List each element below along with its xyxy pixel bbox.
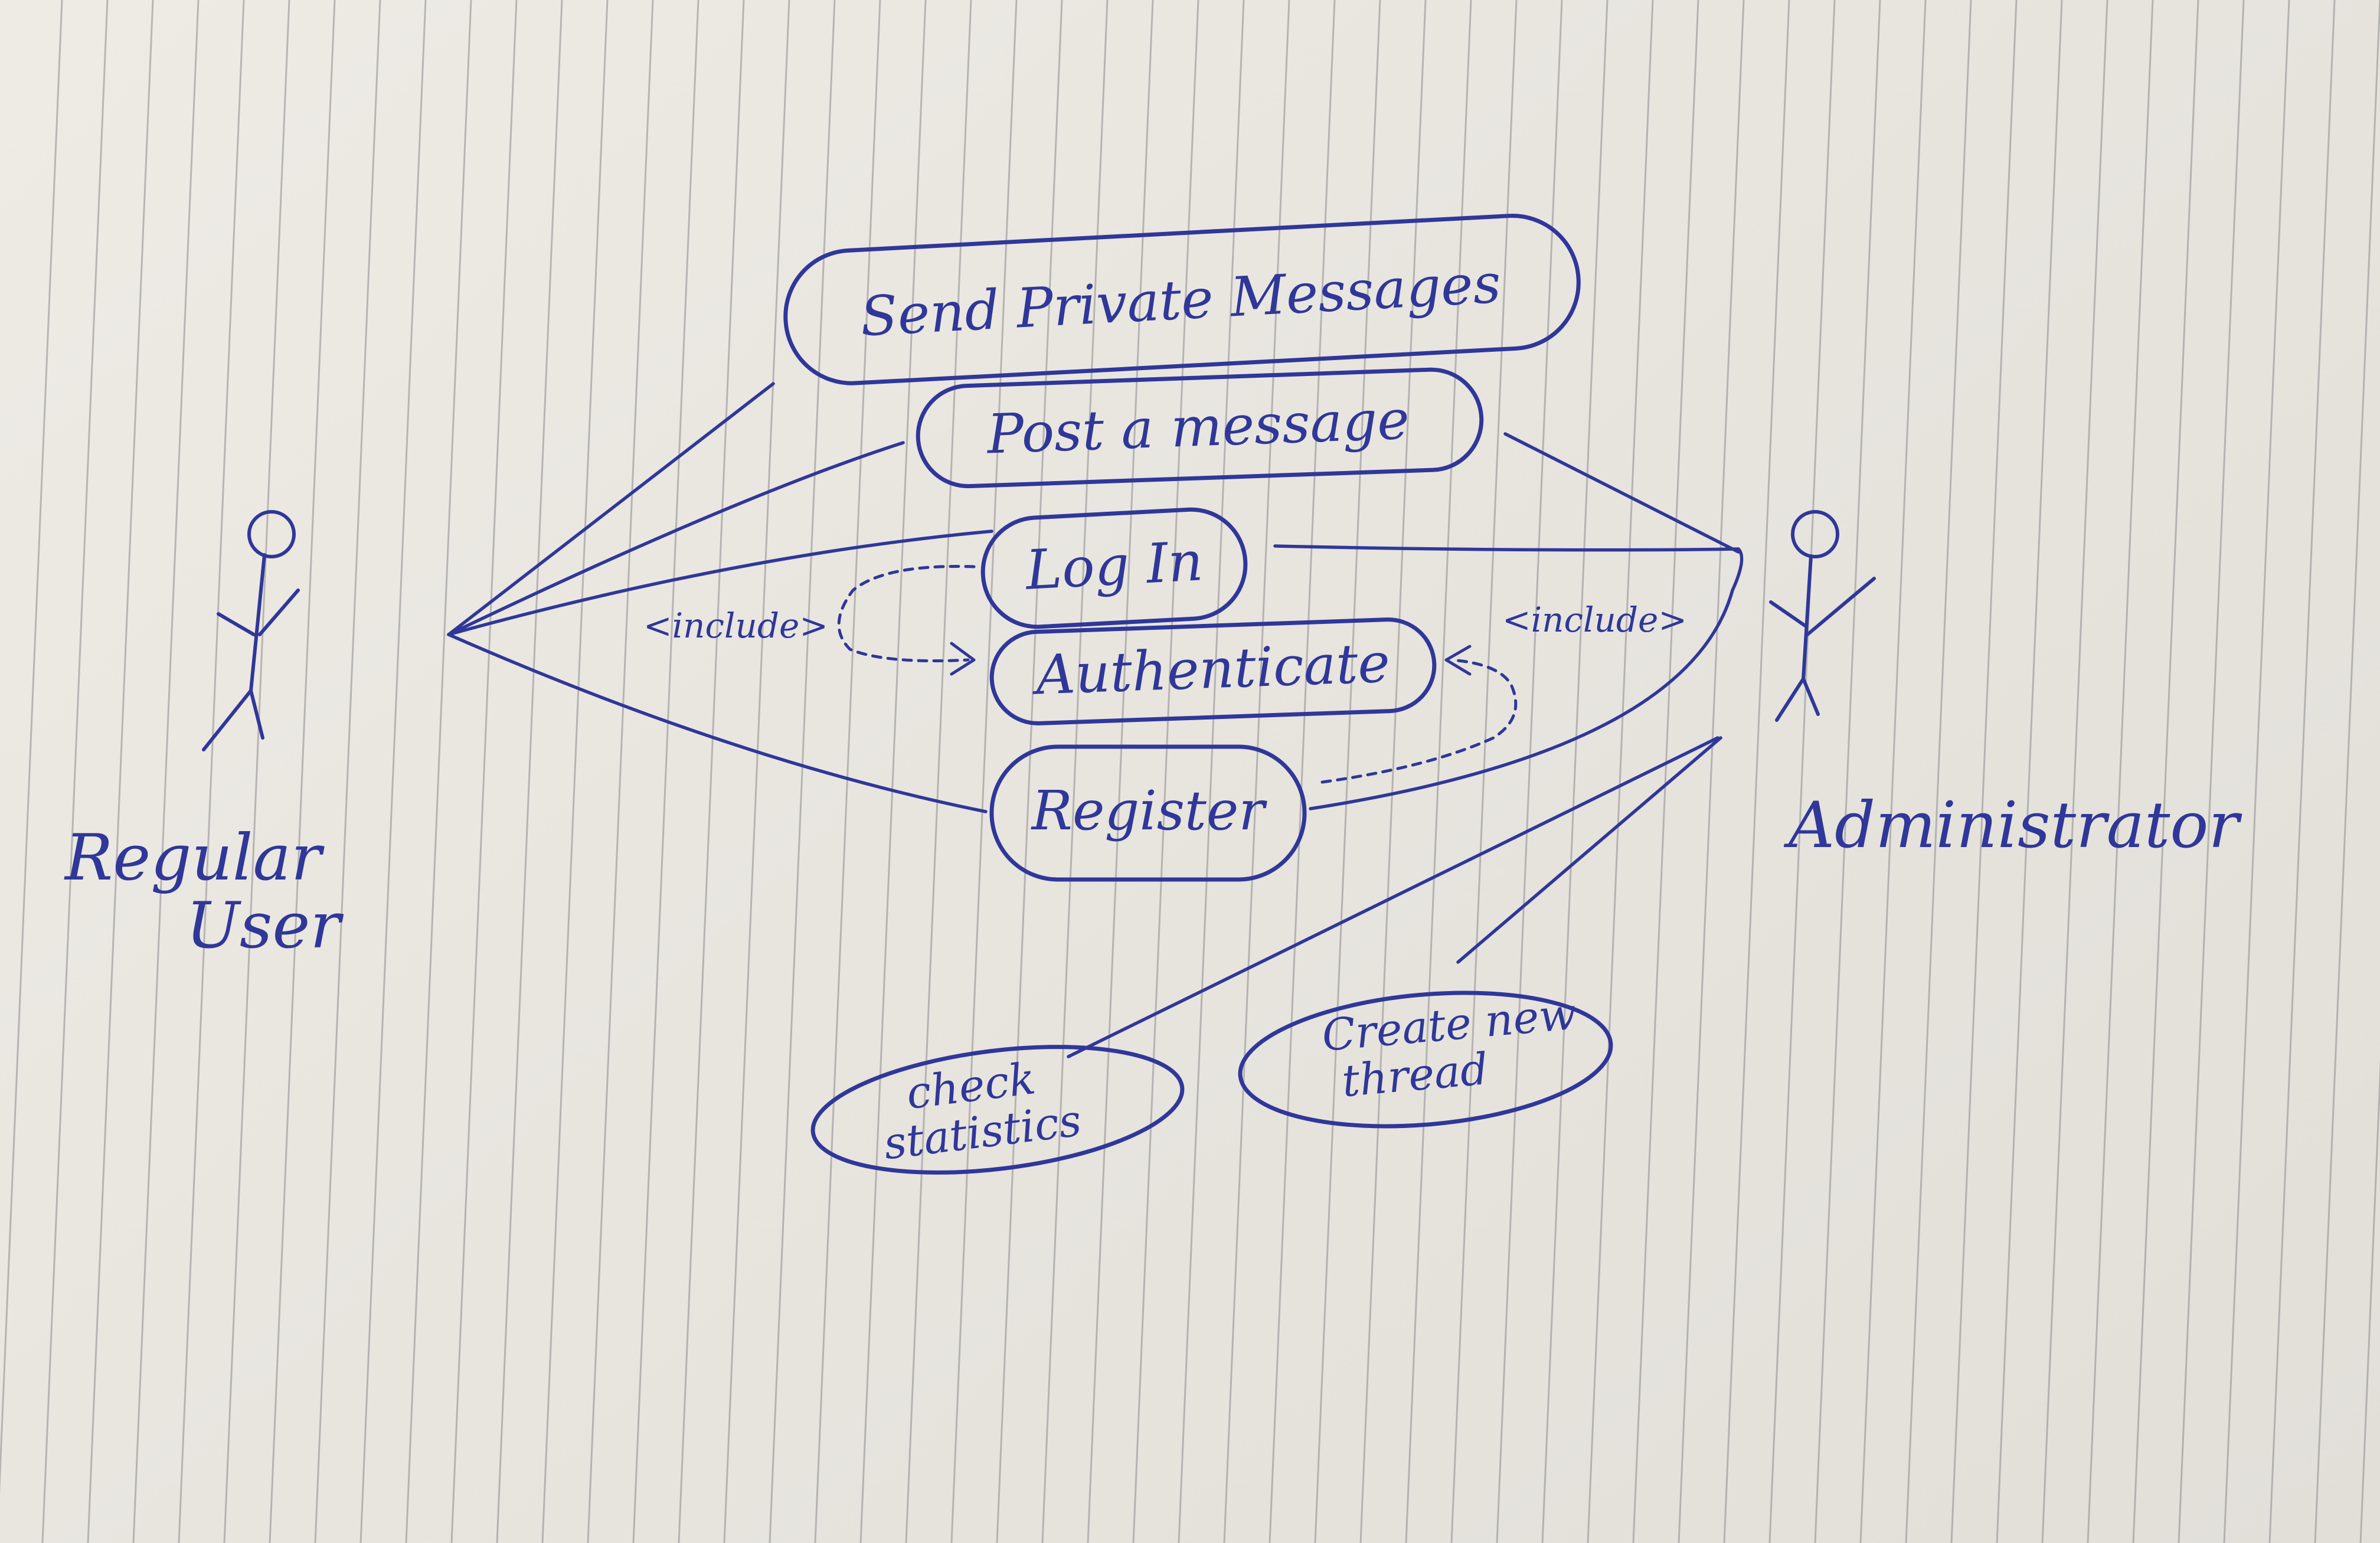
- ruled-line: [496, 0, 563, 1543]
- ruled-line: [1950, 0, 2018, 1543]
- ruled-line: [1041, 0, 1109, 1543]
- ruled-line: [1632, 0, 1699, 1543]
- ruled-line: [178, 0, 245, 1543]
- ruled-line: [814, 0, 881, 1543]
- ruled-line: [41, 0, 109, 1543]
- include-relationships: <include> <include>: [643, 565, 1687, 784]
- ruled-line: [1678, 0, 1745, 1543]
- admin-to-log-in: [1273, 544, 1740, 552]
- ruled-line: [996, 0, 1063, 1543]
- use-case-label: Authenticate: [1030, 632, 1391, 707]
- ruled-line: [269, 0, 336, 1543]
- ruled-line: [2359, 1059, 2380, 1543]
- ruled-line: [1814, 0, 1881, 1543]
- ruled-line: [905, 0, 972, 1543]
- ruled-line: [1314, 0, 1381, 1543]
- ruled-line: [1587, 0, 1654, 1543]
- use-case-register[interactable]: Register: [989, 744, 1307, 882]
- use-case-check-statistics[interactable]: check statistics: [806, 1028, 1189, 1191]
- admin-to-check-statistics: [1067, 736, 1719, 1058]
- ruled-line: [132, 0, 200, 1543]
- ruled-line: [2041, 0, 2108, 1543]
- include-left-arrowhead: [950, 642, 976, 676]
- actor-label-line1: Regular: [64, 821, 325, 895]
- ruled-line: [1269, 0, 1336, 1543]
- ruled-line: [723, 0, 790, 1543]
- ruled-line: [1178, 0, 1245, 1543]
- ruled-line: [1768, 0, 1836, 1543]
- user-to-log-in: [447, 529, 993, 636]
- ruled-line: [1359, 0, 1427, 1543]
- include-register-authenticate: [1320, 658, 1518, 784]
- user-associations: [447, 382, 993, 813]
- ruled-line: [405, 0, 472, 1543]
- use-case-oval: [989, 617, 1437, 725]
- actor-label-line2: User: [186, 889, 344, 963]
- use-case-authenticate[interactable]: Authenticate: [989, 617, 1437, 725]
- include-right-arrowhead: [1444, 645, 1472, 676]
- ruled-line: [314, 0, 381, 1543]
- ruled-line: [1541, 0, 1609, 1543]
- actor-administrator[interactable]: Administrator: [1769, 510, 2242, 862]
- use-case-label: Log In: [1023, 529, 1204, 602]
- include-login-authenticate: [837, 565, 976, 663]
- use-case-log-in[interactable]: Log In: [980, 507, 1248, 630]
- ruled-line: [223, 0, 290, 1543]
- ruled-line: [950, 0, 1018, 1543]
- use-case-post-a-message[interactable]: Post a message: [916, 367, 1484, 489]
- actor-label: Administrator: [1783, 789, 2242, 862]
- ruled-line: [1132, 0, 1199, 1543]
- ruled-line: [1087, 0, 1154, 1543]
- ruled-line: [359, 0, 427, 1543]
- use-case-oval: [783, 214, 1581, 385]
- use-case-label: Register: [1031, 779, 1268, 842]
- use-case-label: Send Private Messages: [859, 252, 1502, 349]
- admin-to-register: [1309, 547, 1744, 810]
- ruled-line: [1996, 0, 2063, 1543]
- ruled-line: [2087, 0, 2154, 1543]
- ruled-line: [632, 0, 699, 1543]
- admin-to-create-new-thread: [1456, 736, 1722, 964]
- use-case-oval: [980, 507, 1248, 629]
- ruled-line: [0, 0, 63, 1494]
- user-to-register: [447, 633, 988, 813]
- admin-associations: [1067, 432, 1744, 1058]
- ruled-line: [87, 0, 154, 1543]
- ruled-line: [1905, 0, 1972, 1543]
- ruled-line: [1223, 0, 1290, 1543]
- ruled-line: [2268, 0, 2336, 1543]
- use-case-send-private-messages[interactable]: Send Private Messages: [782, 213, 1582, 387]
- ruled-line: [1723, 0, 1790, 1543]
- use-case-oval: [810, 1045, 1185, 1175]
- include-label-left: <include>: [643, 606, 828, 646]
- stick-figure-icon: [202, 510, 300, 751]
- ruled-line: [2178, 0, 2245, 1543]
- ruled-line: [859, 0, 927, 1543]
- admin-to-post-a-message: [1503, 432, 1740, 554]
- ruled-line: [2132, 0, 2199, 1543]
- use-case-oval: [1238, 990, 1613, 1129]
- stick-figure-icon: [1769, 510, 1876, 722]
- ruled-line: [1405, 0, 1472, 1543]
- use-case-label: Post a message: [985, 388, 1411, 466]
- ruled-line: [541, 0, 609, 1543]
- ruled-line: [450, 0, 518, 1543]
- user-to-send-private-messages: [447, 382, 775, 636]
- ruled-line: [1496, 0, 1563, 1543]
- ruled-line: [2314, 0, 2380, 1543]
- actor-regular-user[interactable]: Regular User: [64, 510, 344, 963]
- ruled-line: [678, 0, 745, 1543]
- use-case-oval: [916, 367, 1484, 489]
- ruled-line: [587, 0, 654, 1543]
- ruled-line: [2223, 0, 2290, 1543]
- use-case-oval: [989, 744, 1307, 882]
- include-label-right: <include>: [1502, 600, 1687, 640]
- user-to-post-a-message: [447, 441, 905, 636]
- ruled-line: [1859, 0, 1927, 1543]
